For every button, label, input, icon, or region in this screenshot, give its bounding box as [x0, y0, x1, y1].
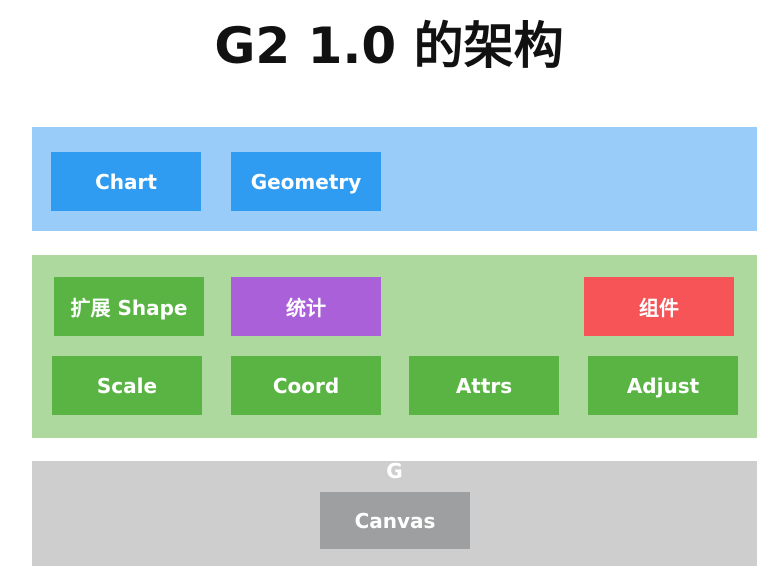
coord-box: Coord [231, 356, 381, 415]
layer-bottom: G Canvas [32, 459, 757, 566]
scale-box: Scale [52, 356, 202, 415]
g-layer-label: G [386, 459, 403, 483]
geometry-box: Geometry [231, 152, 381, 211]
layer-middle: 扩展 Shape 统计 组件 Scale Coord Attrs Adjust [32, 255, 757, 438]
stat-box: 统计 [231, 277, 381, 336]
layer-top: Chart Geometry [32, 127, 757, 231]
component-box: 组件 [584, 277, 734, 336]
adjust-box: Adjust [588, 356, 738, 415]
shape-box: 扩展 Shape [54, 277, 204, 336]
attrs-box: Attrs [409, 356, 559, 415]
canvas-box: Canvas [320, 492, 470, 549]
page-title: G2 1.0 的架构 [214, 17, 564, 75]
chart-box: Chart [51, 152, 201, 211]
